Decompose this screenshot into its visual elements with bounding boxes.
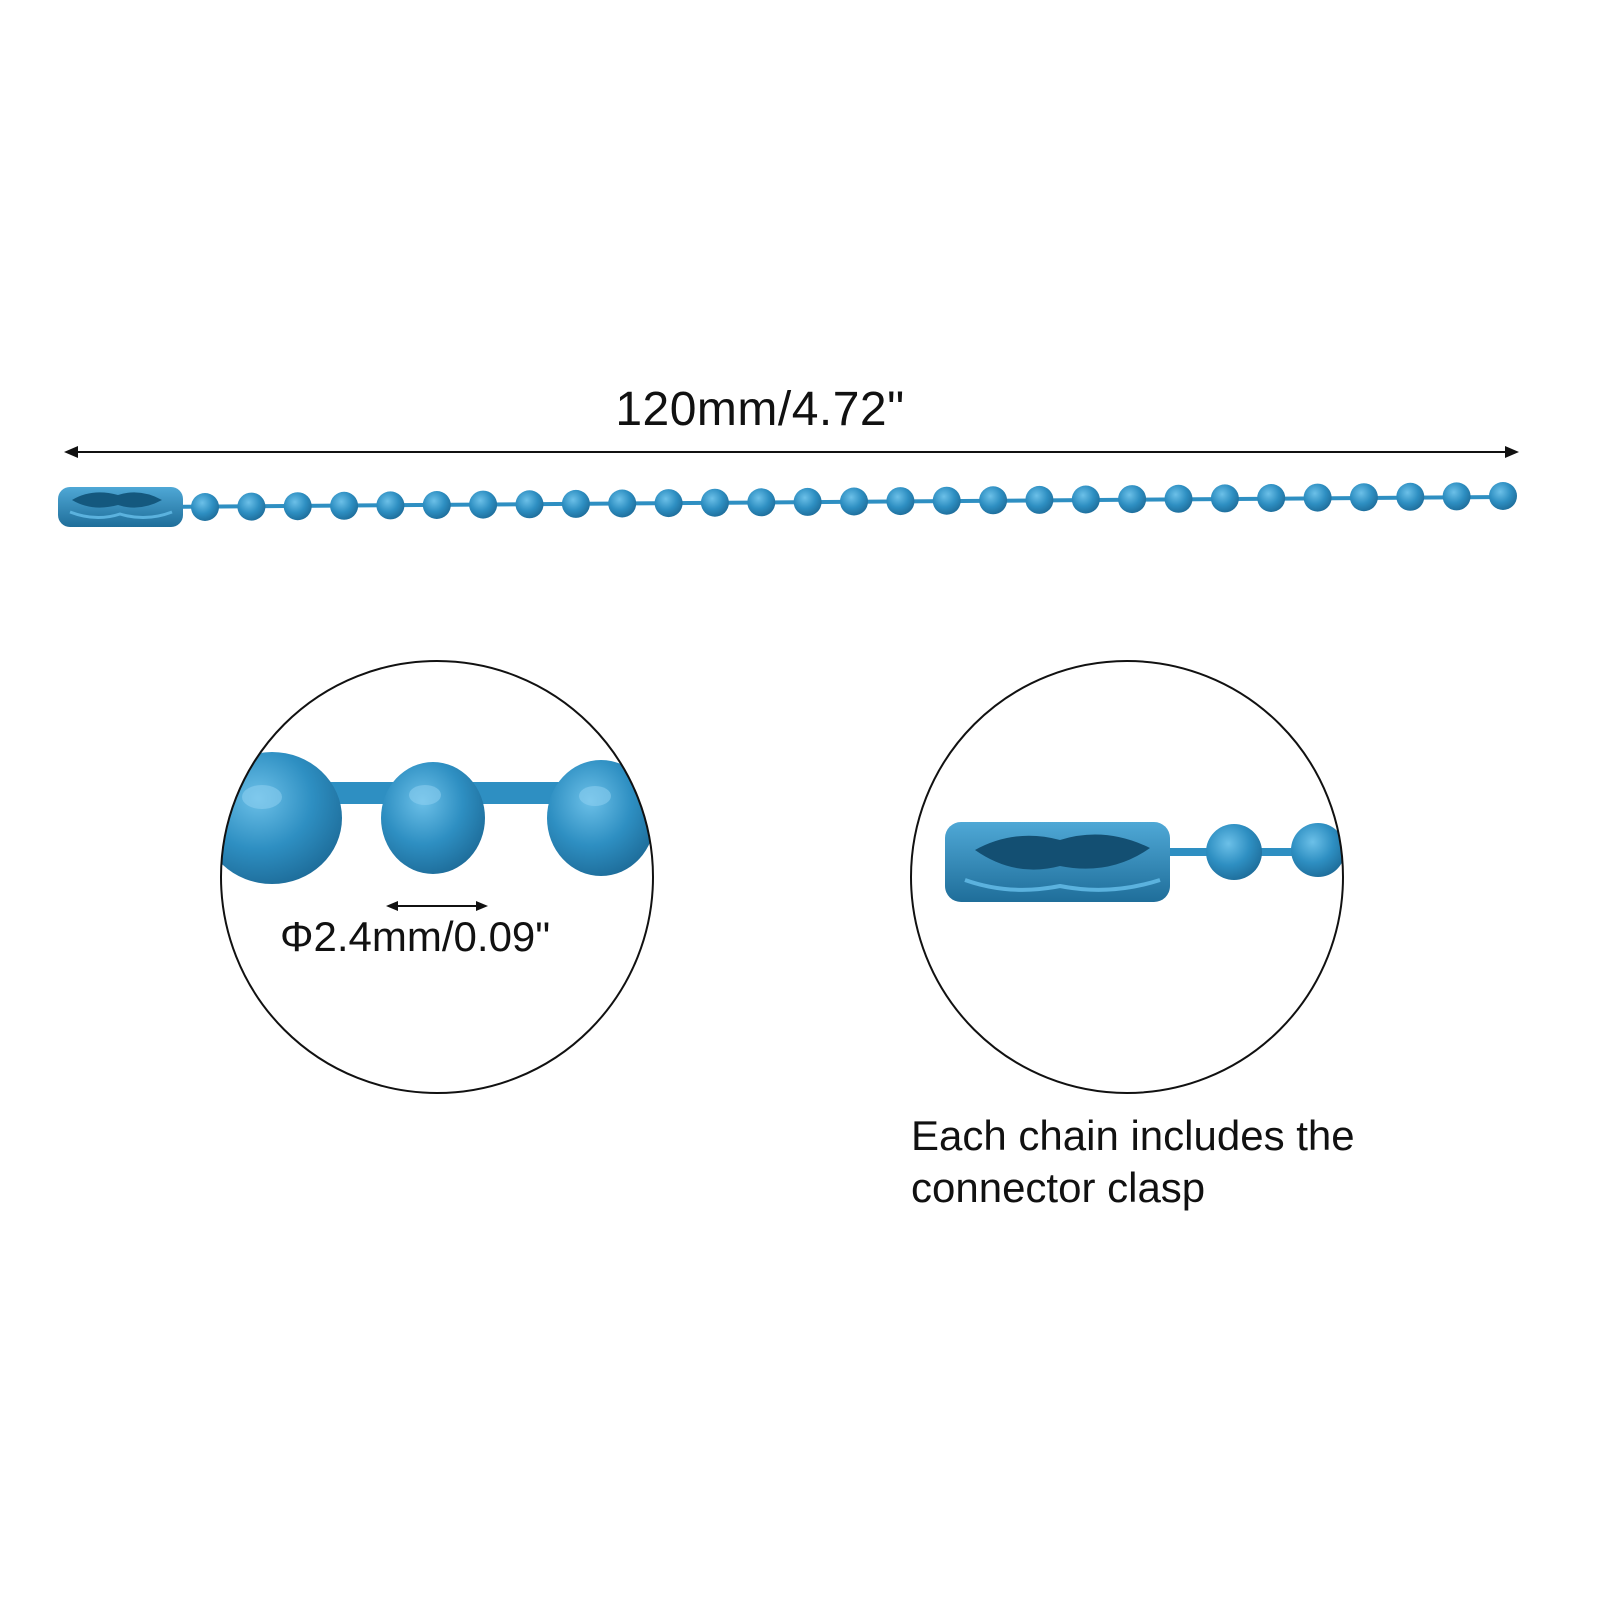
bead-detail-magnifier	[220, 660, 654, 1094]
diameter-dimension-arrow	[386, 901, 488, 911]
chain-bead	[1071, 485, 1100, 514]
connector-clasp	[58, 487, 183, 527]
magnifier-outline-right	[910, 660, 1344, 1094]
chain-bead	[1303, 483, 1332, 512]
clasp-bead-1	[1206, 824, 1262, 880]
chain-bead	[793, 487, 822, 516]
chain-bead	[1210, 484, 1239, 513]
chain-bead	[932, 486, 961, 515]
chain-bead	[608, 489, 637, 518]
chain-bead	[515, 490, 544, 519]
chain-bead	[979, 486, 1008, 515]
chain-bead	[1349, 483, 1378, 512]
ball-chain	[58, 482, 1517, 527]
chain-bead	[700, 488, 729, 517]
diameter-label: Φ2.4mm/0.09"	[280, 913, 551, 960]
chain-bead	[376, 491, 405, 520]
chain-bead	[1257, 484, 1286, 512]
chain-bead	[1118, 485, 1147, 514]
chain-bead	[654, 489, 683, 518]
chain-bead	[840, 487, 868, 516]
bead-right	[547, 760, 653, 876]
chain-bead	[1164, 484, 1193, 513]
bead-left	[221, 752, 342, 884]
length-label: 120mm/4.72"	[615, 383, 905, 436]
chain-bead	[283, 492, 312, 521]
chain-bead	[561, 489, 590, 518]
chain-bead	[1489, 482, 1517, 510]
chain-bead	[330, 491, 359, 520]
chain-bead	[422, 491, 451, 519]
chain-bead	[1396, 482, 1425, 511]
chain-bead	[886, 487, 915, 516]
clasp-detail-magnifier	[910, 660, 1344, 1094]
clasp-bead-2	[1291, 823, 1343, 877]
magnifier-outline-left	[220, 660, 654, 1094]
chain-bead	[237, 492, 266, 521]
length-dimension-arrow	[64, 446, 1519, 458]
caption-line-1: Each chain includes the	[911, 1112, 1355, 1159]
clasp-caption: Each chain includes the connector clasp	[911, 1110, 1471, 1214]
chain-bead	[469, 490, 498, 519]
chain-bead	[191, 493, 219, 521]
caption-line-2: connector clasp	[911, 1164, 1206, 1211]
chain-bead	[747, 488, 776, 517]
chain-bead	[1442, 482, 1471, 511]
bead-center	[381, 762, 485, 874]
chain-bead	[1025, 485, 1054, 514]
chain-beads	[191, 482, 1517, 521]
